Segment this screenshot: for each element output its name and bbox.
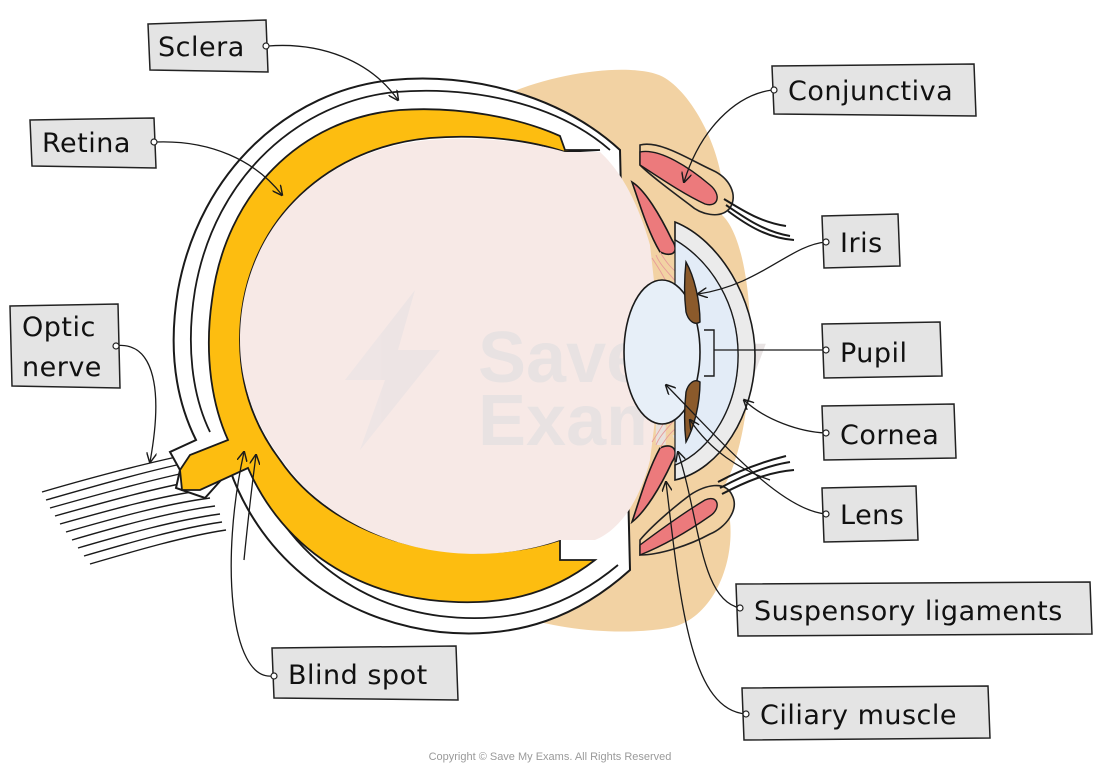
label-optic-nerve: Optic nerve <box>9 303 121 389</box>
label-ciliary-muscle: Ciliary muscle <box>741 685 991 741</box>
vitreous-humour <box>240 138 655 554</box>
label-blind-spot: Blind spot <box>270 645 459 701</box>
label-cornea-text: Cornea <box>840 420 939 451</box>
label-lens-text: Lens <box>840 500 904 531</box>
suspensory-leader <box>678 452 741 609</box>
pupil-bracket <box>704 329 715 377</box>
retina-shape <box>179 108 601 604</box>
label-optic-nerve-line2: nerve <box>22 352 102 383</box>
ciliary-muscle-upper <box>630 180 676 256</box>
label-iris-text: Iris <box>840 228 883 259</box>
sclera-leader <box>267 44 398 100</box>
label-blind-spot-text: Blind spot <box>288 660 428 691</box>
label-suspensory-ligaments: Suspensory ligaments <box>735 581 1093 637</box>
label-retina-text: Retina <box>42 128 131 159</box>
conjunctiva-lower <box>639 497 718 557</box>
label-suspensory-ligaments-text: Suspensory ligaments <box>754 596 1063 627</box>
label-conjunctiva-text: Conjunctiva <box>788 76 953 107</box>
blind-spot-leader-2 <box>243 455 256 561</box>
label-ciliary-muscle-text: Ciliary muscle <box>760 700 957 731</box>
optic-nerve-leader <box>113 344 156 462</box>
ciliary-muscle-lower <box>630 445 676 525</box>
blind-spot-leader <box>230 452 273 677</box>
eyelashes <box>717 198 795 495</box>
iris-upper <box>683 259 701 324</box>
label-sclera: Sclera <box>147 19 270 73</box>
eyelid-skin <box>505 69 751 632</box>
conjunctiva-upper <box>639 150 718 206</box>
label-pupil-text: Pupil <box>840 338 908 369</box>
label-conjunctiva: Conjunctiva <box>770 63 977 117</box>
conjunctiva-leader <box>684 89 773 182</box>
label-iris: Iris <box>821 213 901 269</box>
lens-leader <box>666 385 827 515</box>
label-optic-nerve-line1: Optic <box>22 312 96 343</box>
iris-leader <box>698 241 827 294</box>
cornea-leader <box>744 400 827 434</box>
sclera-inner-line <box>189 89 611 433</box>
ciliary-leader <box>666 482 747 715</box>
label-retina: Retina <box>29 117 158 169</box>
label-sclera-text: Sclera <box>158 32 245 63</box>
copyright-notice: Copyright © Save My Exams. All Rights Re… <box>429 751 672 763</box>
retina-leader <box>155 141 282 195</box>
lens-shape <box>623 279 701 425</box>
label-pupil: Pupil <box>821 321 943 379</box>
lens-leader-2 <box>690 420 771 481</box>
label-lens: Lens <box>821 485 919 543</box>
label-cornea: Cornea <box>821 403 957 461</box>
